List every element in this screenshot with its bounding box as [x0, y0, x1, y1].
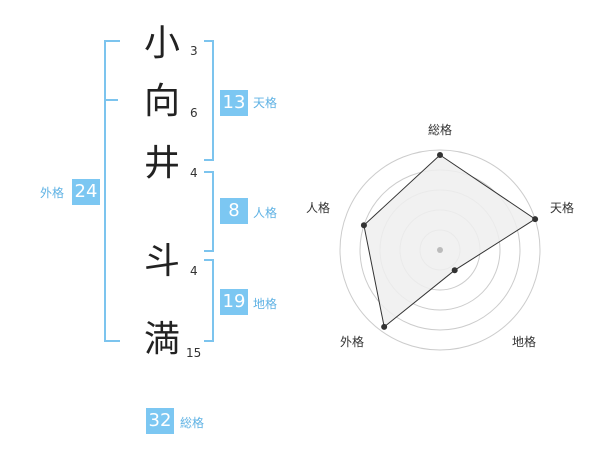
axis-label-soukaku: 総格 [428, 122, 452, 137]
radar-center [437, 247, 443, 253]
radar-point-2 [532, 216, 539, 223]
name-char-5: 満 [144, 319, 181, 360]
radar-ring-5 [339, 149, 541, 351]
radar-point-4 [381, 323, 388, 330]
tenkaku-value: 13 [220, 90, 248, 116]
axis-label-chikaku: 地格 [512, 334, 536, 349]
axis-label-jinkaku: 人格 [306, 200, 330, 215]
chikaku-bracket [204, 259, 214, 342]
tenkaku-bracket [204, 40, 214, 161]
name-char-2: 向 [144, 81, 181, 122]
radar-point-1 [437, 152, 443, 158]
jinkaku-bracket [204, 171, 214, 252]
name-char-1: 小 [144, 23, 181, 64]
stroke-count-5: 15 [186, 346, 202, 360]
stroke-count-4: 4 [190, 264, 198, 278]
gaikaku-bracket [104, 40, 120, 342]
radar-polygon [363, 154, 537, 328]
stroke-count-1: 3 [190, 44, 198, 58]
radar-point-5 [360, 222, 367, 229]
soukaku-value: 32 [146, 408, 174, 434]
jinkaku-label: 人格 [253, 206, 278, 220]
tenkaku-label: 天格 [253, 96, 278, 110]
radar-point-3 [451, 267, 458, 274]
stroke-count-3: 4 [190, 166, 198, 180]
soukaku-label: 総格 [180, 416, 205, 430]
axis-label-gaikaku: 外格 [340, 334, 364, 349]
axis-label-tenkaku: 天格 [550, 200, 574, 215]
stroke-count-2: 6 [190, 106, 198, 120]
chikaku-value: 19 [220, 289, 248, 315]
gaikaku-value: 24 [72, 179, 100, 205]
gaikaku-label: 外格 [40, 186, 65, 200]
gaikaku-bracket-tick [104, 99, 118, 101]
chikaku-label: 地格 [253, 297, 278, 311]
name-char-4: 斗 [144, 241, 181, 282]
jinkaku-value: 8 [220, 198, 248, 224]
name-char-3: 井 [144, 143, 181, 184]
